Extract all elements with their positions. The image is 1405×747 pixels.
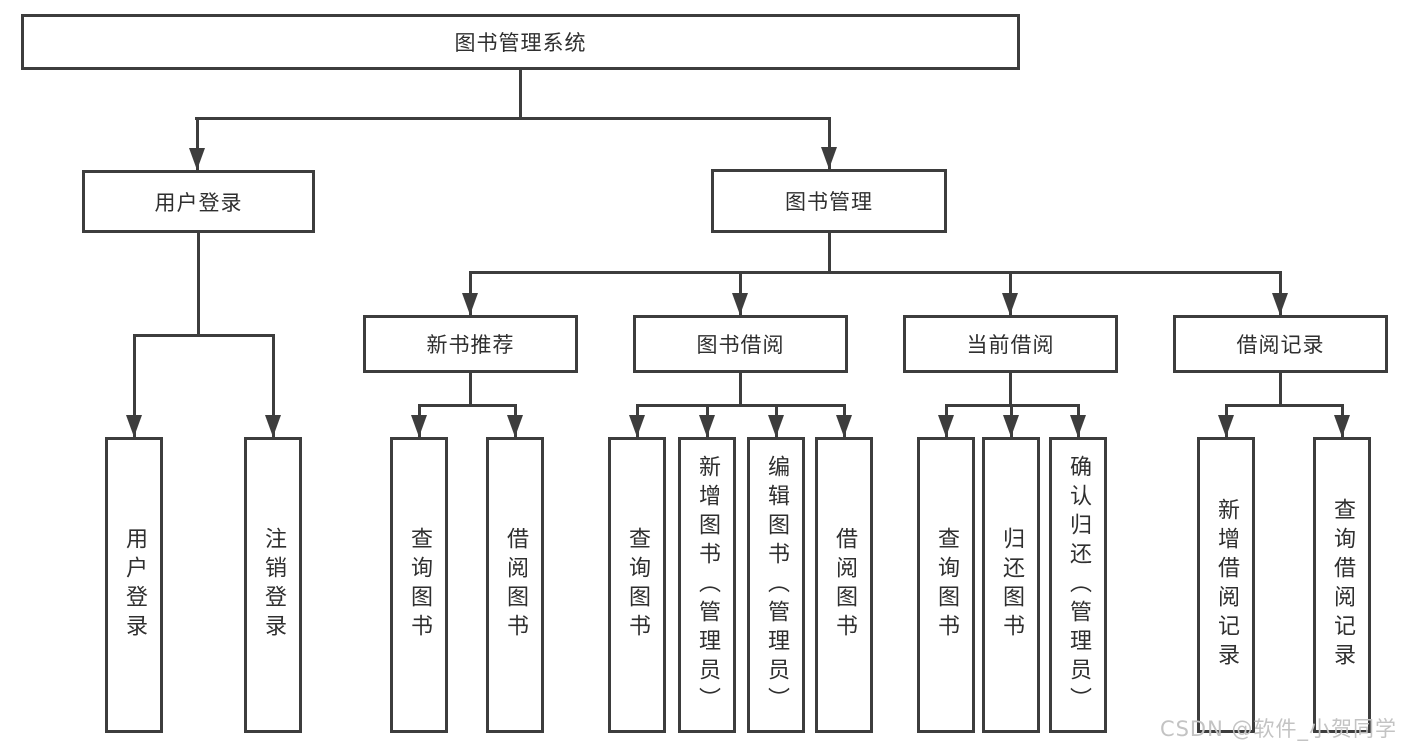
arrow-down-icon [1218,404,1234,437]
connector-line [827,233,831,273]
leaf-query-borrow-record: 查询借阅记录 [1313,437,1371,733]
leaf-logout: 注销登录 [244,437,302,733]
connector-line [468,271,1282,274]
connector-line [195,117,831,120]
arrow-down-icon [189,117,205,170]
arrow-down-icon [1334,404,1350,437]
node-label: 新书推荐 [426,333,515,357]
leaf-borrow-books: 借阅图书 [815,437,873,733]
arrow-down-icon [1003,404,1019,437]
arrow-down-icon [411,404,427,437]
arrow-down-icon [507,404,523,437]
connector-line [468,373,472,406]
leaf-label: 查询图书 [934,527,959,643]
leaf-label: 新增借阅记录 [1214,498,1239,672]
arrow-down-icon [629,404,645,437]
leaf-borrow-books-recommend: 借阅图书 [486,437,544,733]
leaf-return-book: 归还图书 [982,437,1040,733]
connector-line [1008,373,1012,406]
node-label: 图书管理 [785,190,873,214]
leaf-label: 注销登录 [261,527,286,643]
node-new-book-recommend: 新书推荐 [363,315,578,373]
arrow-down-icon [1070,404,1086,437]
node-borrow-records: 借阅记录 [1173,315,1388,373]
arrow-down-icon [1002,271,1018,315]
arrow-down-icon [732,271,748,315]
connector-line [132,334,275,337]
leaf-label: 编辑图书（管理员） [764,454,789,716]
node-library-management-system: 图书管理系统 [21,14,1020,70]
node-user-login: 用户登录 [82,170,315,233]
arrow-down-icon [126,334,142,437]
node-label: 借阅记录 [1236,333,1325,357]
connector-line [1224,404,1344,407]
arrow-down-icon [836,404,852,437]
leaf-label: 借阅图书 [832,527,857,643]
arrow-down-icon [768,404,784,437]
leaf-confirm-return-admin: 确认归还（管理员） [1049,437,1107,733]
arrow-down-icon [265,334,281,437]
leaf-query-books-current: 查询图书 [917,437,975,733]
connector-line [417,404,517,407]
arrow-down-icon [699,404,715,437]
leaf-add-borrow-record: 新增借阅记录 [1197,437,1255,733]
leaf-label: 查询借阅记录 [1330,498,1355,672]
arrow-down-icon [938,404,954,437]
connector-line [196,233,200,336]
leaf-label: 查询图书 [407,527,432,643]
node-label: 图书借阅 [696,333,785,357]
leaf-label: 归还图书 [999,527,1024,643]
arrow-down-icon [1272,271,1288,315]
arrow-down-icon [821,117,837,169]
node-book-management: 图书管理 [711,169,947,233]
leaf-query-books-recommend: 查询图书 [390,437,448,733]
leaf-label: 查询图书 [625,527,650,643]
leaf-edit-book-admin: 编辑图书（管理员） [747,437,805,733]
leaf-label: 新增图书（管理员） [695,454,720,716]
connector-line [519,70,522,118]
leaf-label: 确认归还（管理员） [1066,454,1091,716]
leaf-add-book-admin: 新增图书（管理员） [678,437,736,733]
node-label: 当前借阅 [966,333,1055,357]
node-label: 图书管理系统 [454,31,587,55]
leaf-user-login: 用户登录 [105,437,163,733]
watermark: CSDN @软件_小贺同学 [1159,717,1397,741]
connector-line [1278,373,1282,406]
arrow-down-icon [462,271,478,315]
connector-line [738,373,742,406]
leaf-label: 借阅图书 [503,527,528,643]
node-label: 用户登录 [154,190,243,215]
node-current-borrow: 当前借阅 [903,315,1118,373]
leaf-label: 用户登录 [122,527,147,643]
node-book-borrow: 图书借阅 [633,315,848,373]
leaf-query-books-borrow: 查询图书 [608,437,666,733]
connector-line [635,404,846,407]
